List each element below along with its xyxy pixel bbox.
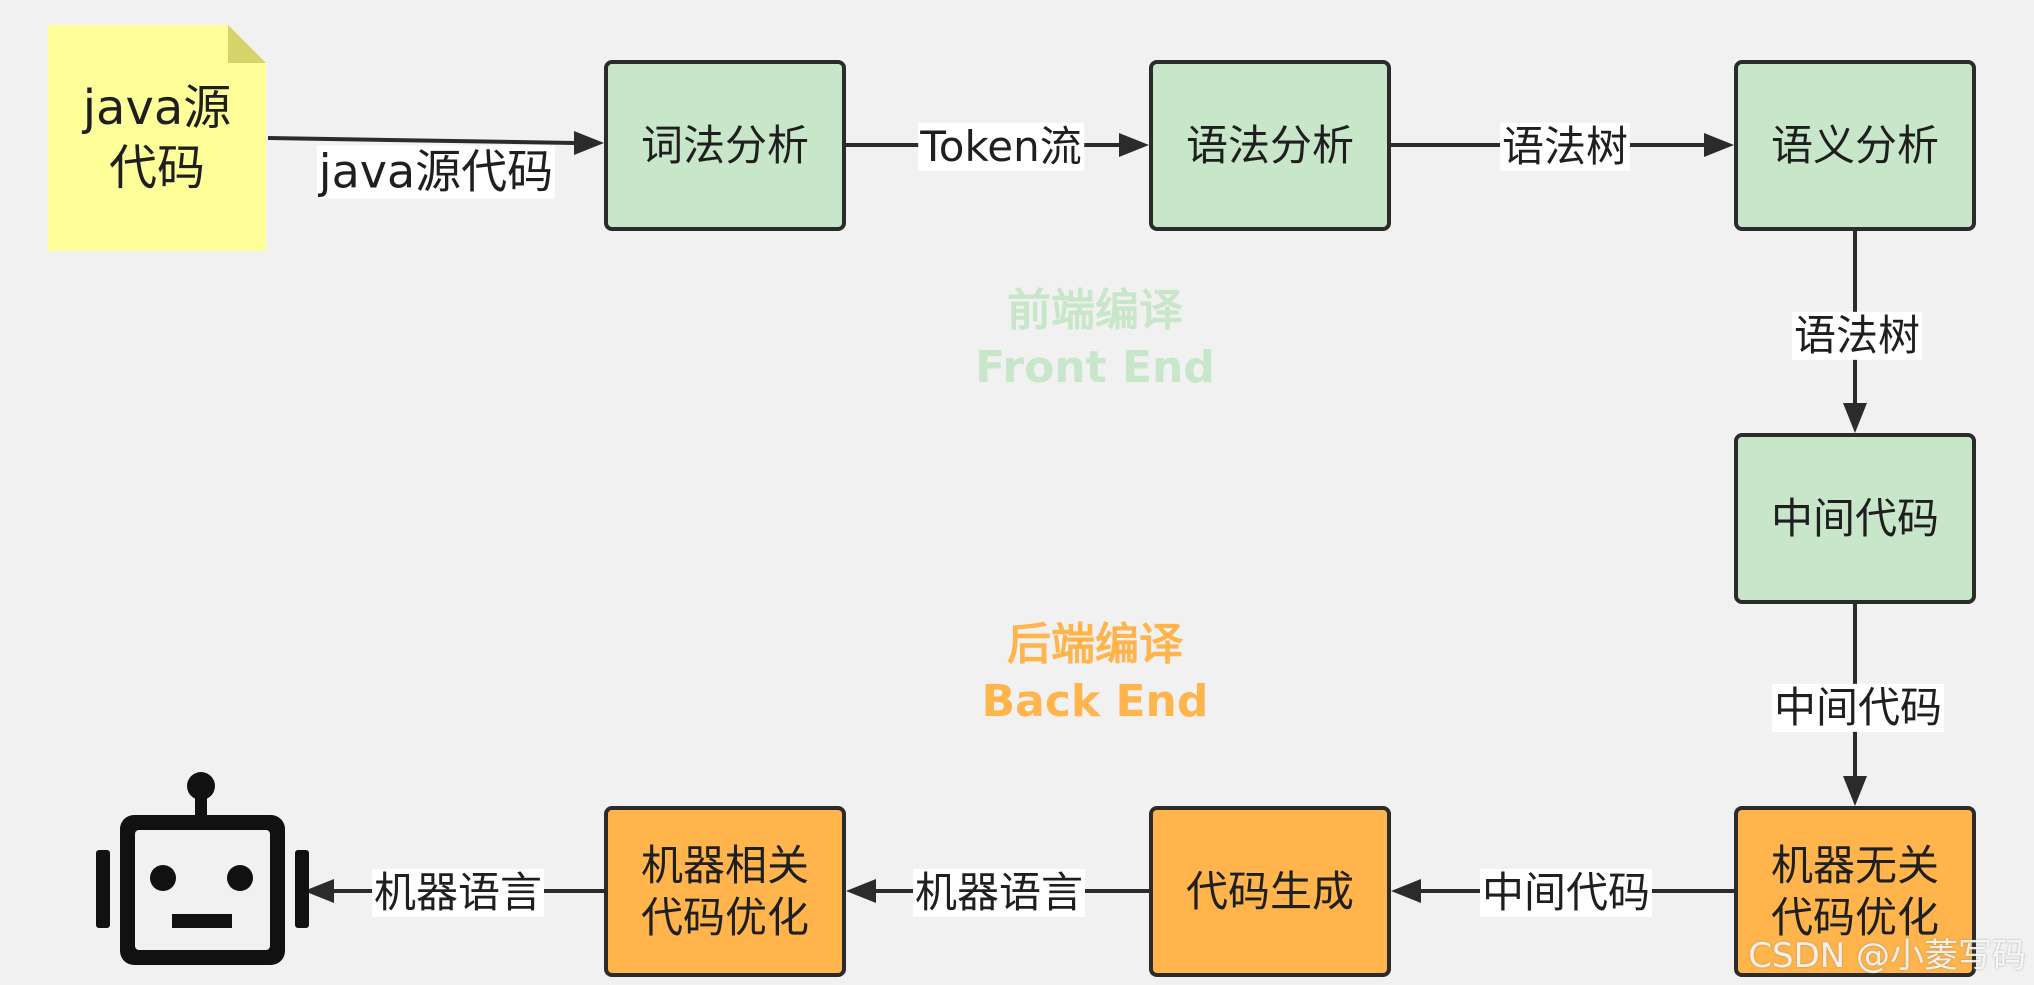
edge-source-lexical	[267, 136, 576, 145]
arrowhead-intermediate	[1843, 403, 1867, 433]
node-semantic-analysis-label: 语义分析	[1770, 120, 1939, 170]
edge-label-syntax-tree-1: 语法树	[1499, 121, 1631, 172]
node-lexical-analysis-label: 词法分析	[640, 120, 809, 170]
node-machine-dependent-opt-label: 机器相关 代码优化	[640, 841, 809, 942]
arrowhead-syntax	[1119, 133, 1149, 157]
arrowhead-semantic	[1704, 133, 1734, 157]
node-code-generation-label: 代码生成	[1185, 866, 1354, 916]
csdn-watermark: CSDN @小菱写码	[1748, 936, 2026, 976]
back-end-label-en: Back End	[981, 676, 1209, 728]
arrowhead-dependent	[846, 879, 876, 903]
edge-label-java-source: java源代码	[316, 144, 556, 199]
edge-label-machine-language-1: 机器语言	[912, 867, 1086, 918]
edge-label-machine-language-2: 机器语言	[371, 867, 545, 918]
robot-icon	[96, 772, 309, 965]
node-code-generation: 代码生成	[1149, 806, 1391, 977]
front-end-label-en: Front End	[975, 342, 1215, 394]
front-end-label-cn: 前端编译	[1006, 285, 1183, 336]
source-code-note-text: java源 代码	[82, 80, 232, 196]
node-syntax-analysis-label: 语法分析	[1185, 120, 1354, 170]
edge-label-intermediate-2: 中间代码	[1479, 867, 1653, 918]
node-machine-independent-opt: 机器无关 代码优化	[1734, 806, 1976, 977]
arrowhead-codegen	[1391, 879, 1421, 903]
node-intermediate-code-label: 中间代码	[1770, 493, 1939, 543]
edge-label-token-stream: Token流	[918, 121, 1084, 172]
node-semantic-analysis: 语义分析	[1734, 60, 1976, 231]
back-end-label-cn: 后端编译	[1007, 619, 1183, 670]
node-machine-independent-opt-label: 机器无关 代码优化	[1770, 841, 1939, 942]
edge-label-syntax-tree-2: 语法树	[1791, 310, 1923, 361]
arrowhead-independent	[1843, 776, 1867, 806]
node-lexical-analysis: 词法分析	[604, 60, 846, 231]
arrowhead-robot	[304, 879, 334, 903]
node-intermediate-code: 中间代码	[1734, 433, 1976, 604]
front-end-label: 前端编译 Front End	[975, 282, 1215, 396]
edge-label-intermediate-1: 中间代码	[1771, 682, 1945, 733]
back-end-label: 后端编译 Back End	[982, 616, 1209, 730]
node-syntax-analysis: 语法分析	[1149, 60, 1391, 231]
node-machine-dependent-opt: 机器相关 代码优化	[604, 806, 846, 977]
arrowhead-lexical	[574, 131, 604, 155]
